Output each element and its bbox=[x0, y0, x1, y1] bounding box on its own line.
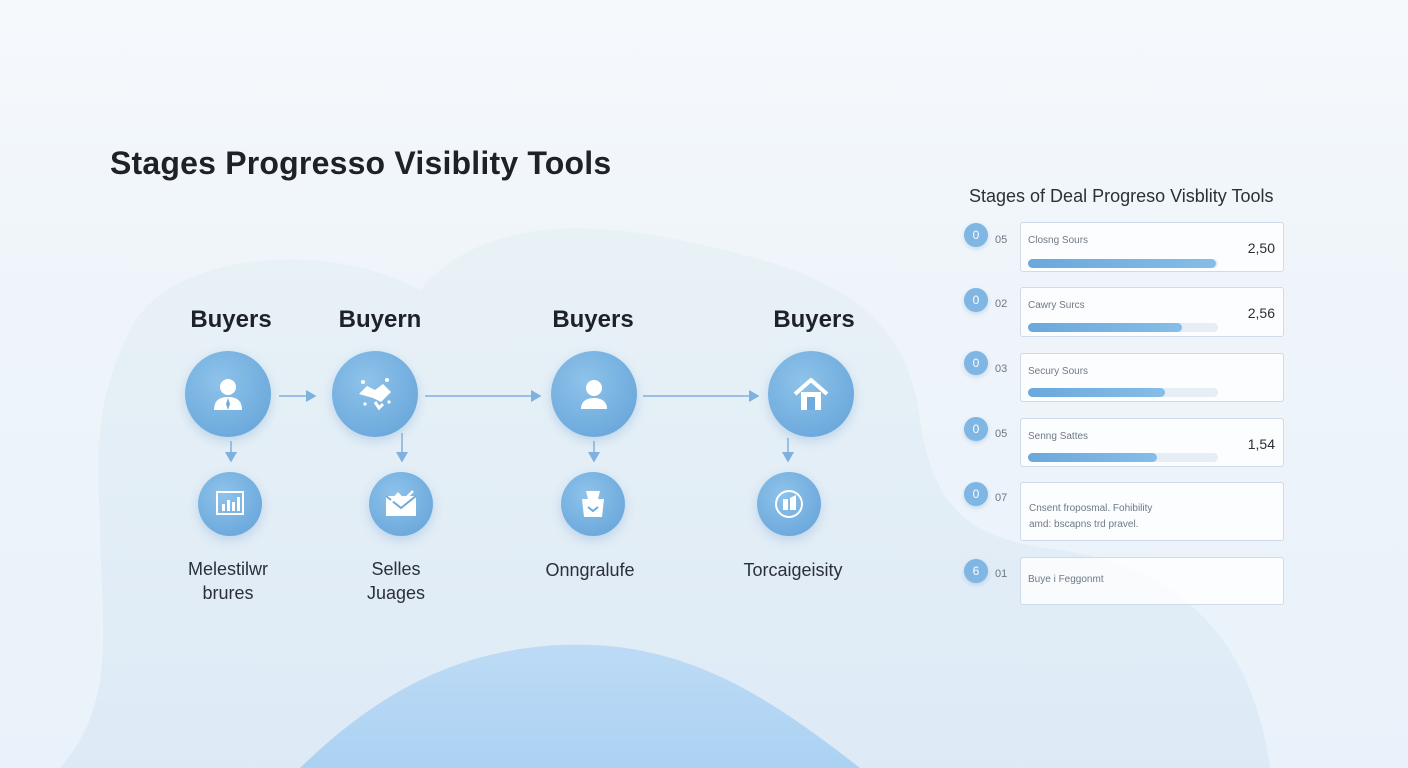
row-2-card[interactable]: Cawry Surcs 2,56 bbox=[1020, 287, 1284, 337]
stage-1-subnode bbox=[198, 472, 262, 536]
row-6-label: Buye i Feggonmt bbox=[1028, 574, 1104, 585]
row-1-number: 05 bbox=[995, 234, 1008, 246]
row-1-value: 2,50 bbox=[1247, 240, 1275, 256]
panel-title: Stages of Deal Progreso Visblity Tools bbox=[969, 186, 1274, 206]
row-1-marker: 0 bbox=[964, 223, 988, 247]
stage-2-caption: Selles Juages bbox=[306, 557, 486, 605]
row-3-progress-track bbox=[1028, 388, 1218, 397]
row-3-marker: 0 bbox=[964, 351, 988, 375]
stage-3-caption-line1: Onngralufe bbox=[545, 560, 635, 580]
row-2-progress-track bbox=[1028, 323, 1218, 332]
row-5-text-line1: Cnsent froposmal. Fohibility bbox=[1029, 503, 1153, 514]
row-3-progress-fill bbox=[1028, 388, 1165, 397]
row-4-progress-track bbox=[1028, 453, 1218, 462]
stage-4-caption-line1: Torcaigeisity bbox=[743, 560, 843, 580]
row-1-label: Closng Sours bbox=[1028, 235, 1089, 246]
row-4-progress-fill bbox=[1028, 453, 1158, 462]
stage-1-caption-line1: Melestilwr bbox=[187, 559, 268, 579]
person-tie-icon bbox=[214, 379, 242, 410]
person-icon bbox=[581, 380, 607, 409]
row-4-label: Senng Sattes bbox=[1028, 431, 1089, 442]
stage-4-label: Buyers bbox=[773, 306, 855, 333]
row-5-marker: 0 bbox=[964, 482, 988, 506]
row-4-value: 1,54 bbox=[1247, 436, 1275, 452]
row-2-progress-fill bbox=[1028, 323, 1182, 332]
stage-1-node bbox=[185, 351, 271, 437]
row-2-number: 02 bbox=[995, 298, 1008, 310]
row-4-number: 05 bbox=[995, 428, 1008, 440]
page-title: Stages Progresso Visiblity Tools bbox=[110, 145, 612, 181]
stage-3-caption: Onngralufe bbox=[500, 558, 680, 582]
stage-1-caption-line2: brures bbox=[202, 583, 254, 603]
row-6-marker: 6 bbox=[964, 559, 988, 583]
stage-1-caption: Melestilwr brures bbox=[138, 557, 318, 605]
stage-2-caption-line2: Juages bbox=[366, 583, 426, 603]
bar-chart-icon bbox=[216, 491, 244, 515]
row-4-marker: 0 bbox=[964, 417, 988, 441]
stage-3-node bbox=[551, 351, 637, 437]
row-2-value: 2,56 bbox=[1247, 305, 1275, 321]
document-icon bbox=[775, 490, 803, 518]
stage-4-caption: Torcaigeisity bbox=[703, 558, 883, 582]
stage-2-subnode bbox=[369, 472, 433, 536]
row-5-text-line2: amd: bscapns trd pravel. bbox=[1029, 519, 1139, 530]
row-2-marker: 0 bbox=[964, 288, 988, 312]
row-6-card[interactable]: Buye i Feggonmt bbox=[1020, 557, 1284, 605]
row-1-progress-fill bbox=[1028, 259, 1217, 268]
envelope-icon bbox=[385, 490, 417, 516]
row-5-card[interactable]: Cnsent froposmal. Fohibility amd: bscapn… bbox=[1020, 482, 1284, 541]
stage-2-caption-line1: Selles bbox=[371, 559, 421, 579]
stage-3-subnode bbox=[561, 472, 625, 536]
stage-1-label: Buyers bbox=[190, 306, 272, 333]
row-6-number: 01 bbox=[995, 568, 1008, 580]
row-3-card[interactable]: Secury Sours bbox=[1020, 353, 1284, 402]
row-4-card[interactable]: Senng Sattes 1,54 bbox=[1020, 418, 1284, 467]
handshake-icon bbox=[359, 378, 391, 411]
house-icon bbox=[793, 378, 829, 410]
row-1-card[interactable]: Closng Sours 2,50 bbox=[1020, 222, 1284, 272]
row-3-number: 03 bbox=[995, 363, 1008, 375]
row-5-number: 07 bbox=[995, 492, 1008, 504]
row-2-label: Cawry Surcs bbox=[1028, 300, 1085, 311]
stage-4-node bbox=[768, 351, 854, 437]
row-3-label: Secury Sours bbox=[1028, 366, 1089, 377]
row-5-text: Cnsent froposmal. Fohibility amd: bscapn… bbox=[1029, 501, 1152, 533]
stage-3-label: Buyers bbox=[552, 306, 634, 333]
package-icon bbox=[582, 491, 604, 517]
stage-2-node bbox=[332, 351, 418, 437]
stage-2-label: Buyern bbox=[338, 306, 422, 333]
row-1-progress-track bbox=[1028, 259, 1218, 268]
stage-4-subnode bbox=[757, 472, 821, 536]
